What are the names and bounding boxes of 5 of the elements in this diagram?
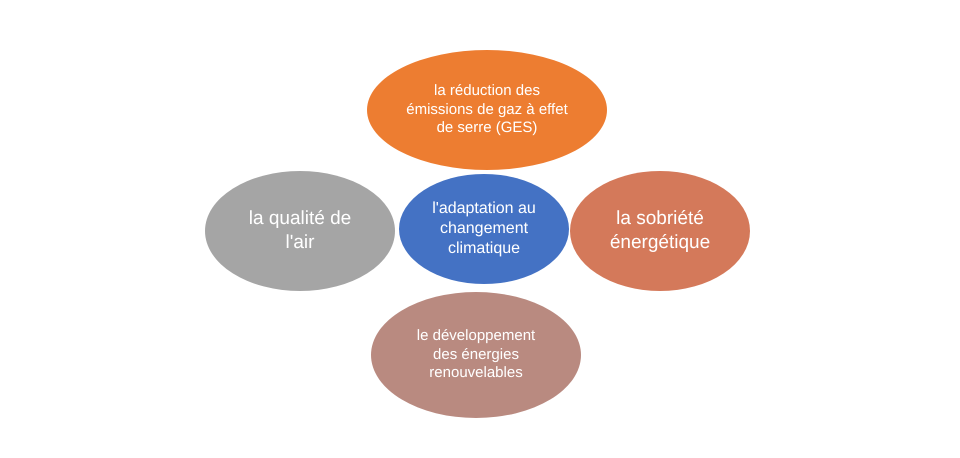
- topic-label: le développement des énergies renouvelables: [416, 326, 536, 384]
- topic-label: l'adaptation au changement climatique: [431, 199, 537, 259]
- topic-label: la qualité de l'air: [248, 207, 352, 255]
- topic-label: la sobriété énergétique: [608, 207, 712, 255]
- topic-label: la réduction des émissions de gaz à effet de serre (GES): [405, 82, 569, 138]
